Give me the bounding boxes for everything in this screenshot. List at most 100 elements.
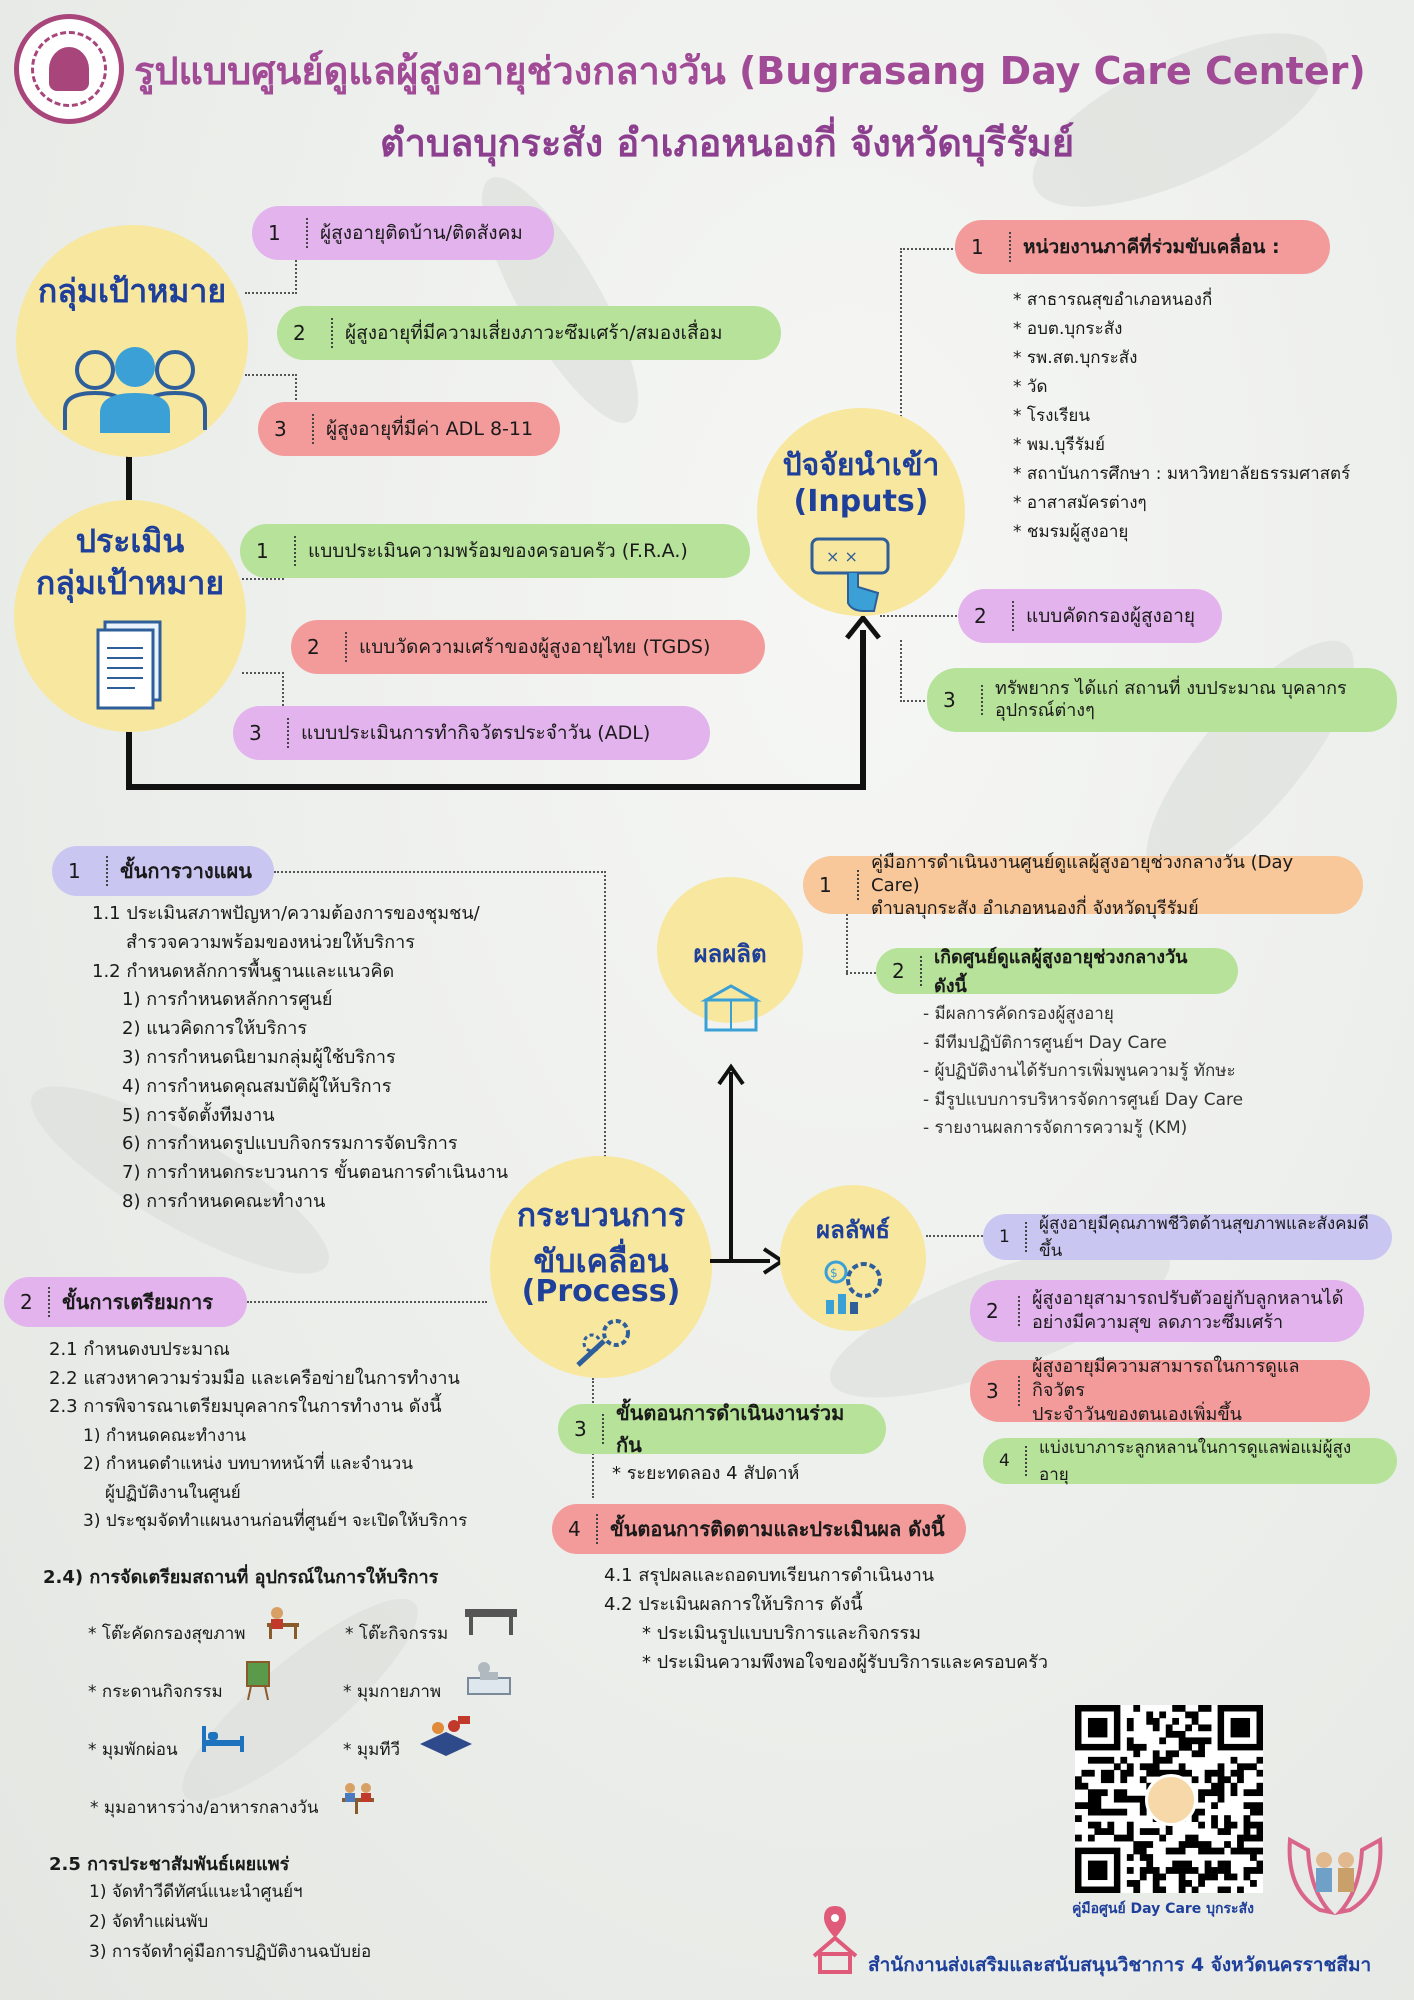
separator [287,718,291,748]
separator [1025,1222,1029,1252]
facility-item: * โต๊ะกิจกรรม [345,1624,449,1644]
partner-item: * อาสาสมัครต่างๆ [1013,493,1147,513]
preparation-line: 3) ประชุมจัดทำแผนงานก่อนที่ศูนย์ฯ จะเปิด… [83,1511,468,1531]
assessment-title-1: ประเมิน [75,522,185,560]
separator [602,1414,606,1444]
process-title-3: (Process) [521,1274,681,1309]
item-label: ประจำวันของตนเองเพิ่มขึ้น [1032,1404,1242,1425]
facility-item: * มุมทีวี [343,1740,401,1760]
item-number: 2 [986,1299,999,1323]
step4-list: 4.1 สรุปผลและถอดบทเรียนการดำเนินงาน 4.2 … [604,1561,1048,1677]
separator [920,956,924,986]
preparation-line: 2.3 การพิจารณาเตรียมบุคลากรในการทำงาน ดั… [49,1396,442,1417]
partner-item: * วัด [1013,377,1048,397]
facility-item: * โต๊ะคัดกรองสุขภาพ [88,1624,246,1644]
document-icon [96,620,162,710]
separator [312,414,316,444]
connector-assess-down [126,730,132,790]
item-label: หน่วยงานภาคีที่ร่วมขับเคลื่อน : [1023,236,1280,258]
planning-line: 8) การกำหนดคณะทำงาน [122,1190,326,1212]
facilities-title: 2.4) การจัดเตรียมสถานที่ อุปกรณ์ในการให้… [43,1567,439,1588]
planning-line: 2) แนวคิดการให้บริการ [122,1018,308,1040]
item-label: ผู้สูงอายุติดบ้าน/ติดสังคม [320,222,523,244]
arrow-up-icon [845,613,881,640]
separator [1018,1376,1022,1406]
separator [306,218,310,248]
process-title-2: ขับเคลื่อน [533,1242,669,1280]
preparation-line: 2) กำหนดตำแหน่ง บทบาทหน้าที่ และจำนวน [83,1454,413,1474]
item-number: 3 [943,688,956,712]
item-number: 1 [68,859,81,883]
item-number: 4 [568,1517,581,1541]
partner-item: * สาธารณสุขอำเภอหนองกี่ [1013,290,1213,310]
preparation-line: ผู้ปฏิบัติงานในศูนย์ [105,1482,241,1503]
preparation-list: 2.1 กำหนดงบประมาณ 2.2 แสวงหาความร่วมมือ … [49,1336,467,1536]
pr-item: 2) จัดทำแผ่นพับ [89,1912,209,1932]
dot-connector [245,374,297,416]
outcome-item-4: 4 แบ่งเบาภาระลูกหลานในการดูแลพ่อแม่ผู้สูง… [983,1438,1397,1485]
activity-board-icon [246,1661,270,1700]
item-label: ขั้นการเตรียมการ [62,1290,213,1314]
svg-text:$: $ [830,1266,838,1280]
planning-list: 1.1 ประเมินสภาพปัญหา/ความต้องการของชุมชน… [92,900,508,1217]
facility-item: * มุมพักผ่อน [88,1740,178,1760]
inputs-title-1: ปัจจัยนำเข้า [782,448,940,483]
dot-connector [247,1301,487,1305]
health-check-desk-icon [267,1607,299,1639]
item-number: 3 [574,1417,587,1441]
partner-item: * รพ.สต.บุกระสัง [1013,348,1138,368]
svg-text:× ×: × × [826,547,858,566]
activity-table-icon [465,1609,517,1635]
outcome-title: ผลลัพธ์ [816,1216,890,1244]
separator [1009,232,1013,262]
item-label: ผู้สูงอายุที่มีความเสี่ยงภาวะซึมเศร้า/สม… [345,322,723,344]
item-number: 3 [986,1379,999,1403]
item-label: ผู้สูงอายุมีคุณภาพชีวิตด้านสุขภาพและสังค… [1039,1214,1369,1261]
item-label: แบบประเมินการทำกิจวัตรประจำวัน (ADL) [301,722,651,744]
separator [1025,1446,1029,1476]
separator [345,632,349,662]
item-label: แบ่งเบาภาระลูกหลานในการดูแลพ่อแม่ผู้สูงอ… [1039,1438,1352,1485]
planning-line: สำรวจความพร้อมของหน่วยให้บริการ [126,931,415,953]
item-label: เกิดศูนย์ดูแลผู้สูงอายุช่วงกลางวัน ดังนี… [934,947,1188,997]
item-number: 3 [274,417,287,441]
pr-title: 2.5 การประชาสัมพันธ์เผยแพร่ [49,1854,290,1875]
item-number: 1 [971,235,984,259]
item-number: 2 [974,604,987,628]
care-hands-icon [1287,1836,1383,1916]
facility-item: * มุมกายภาพ [343,1682,442,1702]
page-title: รูปแบบศูนย์ดูแลผู้สูงอายุช่วงกลางวัน (Bu… [134,49,1366,93]
partner-item: * สถาบันการศึกษา : มหาวิทยาลัยธรรมศาสตร์ [1013,464,1351,484]
connector-target-to-assess [126,455,132,525]
process-title-1: กระบวนการ [516,1196,686,1234]
facility-item: * กระดานกิจกรรม [88,1682,223,1702]
target-group-title: กลุ่มเป้าหมาย [37,272,227,310]
separator [981,685,985,715]
dot-connector [880,615,960,619]
partner-list: * สาธารณสุขอำเภอหนองกี่ * อบต.บุกระสัง *… [1013,286,1350,547]
planning-line: 4) การกำหนดคุณสมบัติผู้ให้บริการ [122,1075,392,1097]
separator [106,856,110,886]
dot-connector [900,248,957,420]
separator [294,536,298,566]
pr-item: 1) จัดทำวีดีทัศน์แนะนำศูนย์ฯ [89,1882,303,1902]
item-label: แบบคัดกรองผู้สูงอายุ [1026,605,1196,627]
connector-process-up [729,1072,733,1262]
preparation-line: 2.2 แสวงหาความร่วมมือ และเครือข่ายในการท… [49,1367,460,1389]
separator [857,870,861,900]
gear-growth-icon: $ [824,1260,882,1314]
item-label: อุปกรณ์ต่างๆ [995,700,1095,721]
inputs-item-1: 1 หน่วยงานภาคีที่ร่วมขับเคลื่อน : [955,220,1330,274]
output-title: ผลผลิต [693,940,767,968]
separator [1012,601,1016,631]
item-number: 1 [268,221,281,245]
separator [596,1514,600,1544]
step4-line: 4.1 สรุปผลและถอดบทเรียนการดำเนินงาน [604,1565,935,1586]
item-number: 4 [999,1451,1010,1471]
connector-bottom [126,784,866,790]
